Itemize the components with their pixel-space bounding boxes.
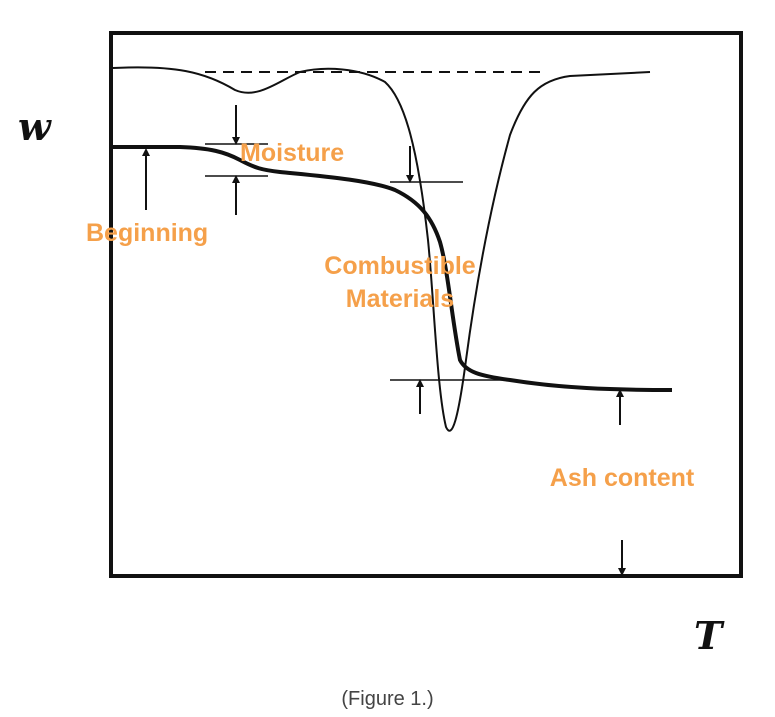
beginning-label: Beginning — [86, 219, 208, 247]
plot-frame — [109, 31, 743, 578]
x-axis-label: T — [694, 613, 725, 658]
moisture-label: Moisture — [240, 139, 344, 167]
dtg-curve — [112, 66, 651, 432]
ash-content-label: Ash content — [550, 464, 695, 492]
y-axis-label: w — [18, 104, 52, 149]
tga-weight-curve — [113, 145, 673, 392]
figure-caption: (Figure 1.) — [341, 688, 434, 710]
combustible-label-line1: Combustible — [324, 252, 475, 280]
combustible-label-line2: Materials — [346, 285, 454, 313]
